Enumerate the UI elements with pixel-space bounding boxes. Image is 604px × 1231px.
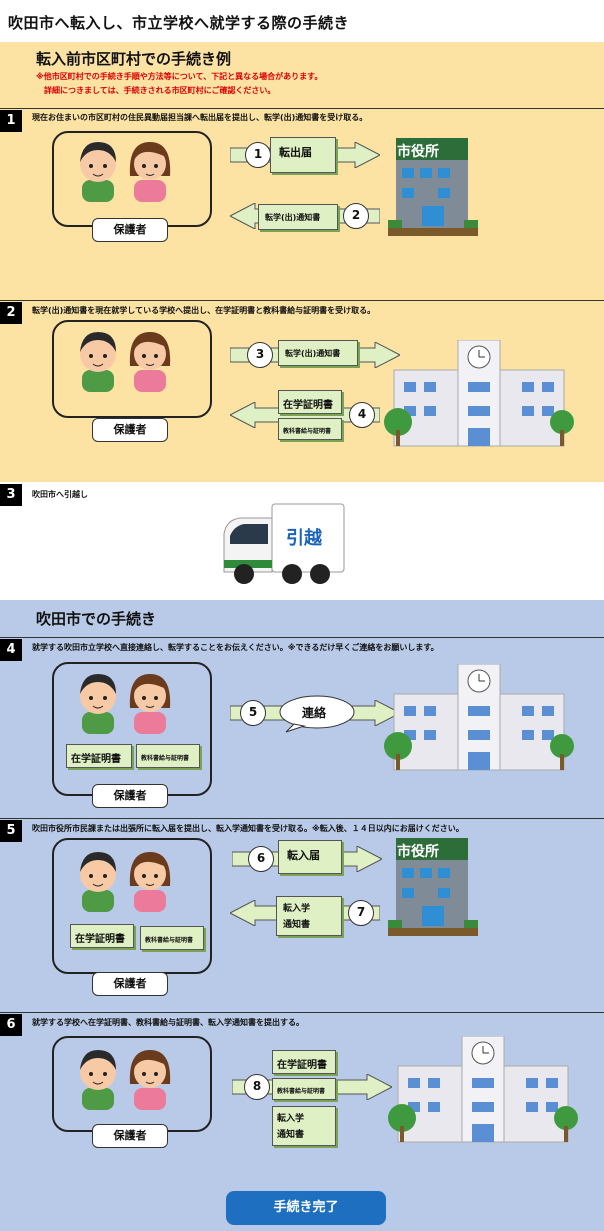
guardian-box [52,320,212,418]
step-circle: 3 [247,342,273,368]
doc-kyokasho: 教科書給与証明書 [140,926,204,950]
father-icon [80,1050,116,1110]
section-before-heading: 転入前市区町村での手続き例 [36,50,232,68]
step-circle: 6 [248,846,274,872]
step-text: 就学する吹田市立学校へ直接連絡し、転学することをお伝えください。※できるだけ早く… [32,643,439,652]
mother-icon [129,1050,171,1110]
guardian-label: 保護者 [92,972,168,996]
doc-tenshutsu: 転出届 [270,137,336,173]
step-text: 転学(出)通知書を現在就学している学校へ提出し、在学証明書と教科書給与証明書を受… [32,306,376,315]
speech-bubble-icon [279,695,355,733]
guardian-label: 保護者 [92,784,168,808]
father-icon [80,332,116,392]
guardian-label: 保護者 [92,218,168,242]
doc-tennyugaku-line1: 転入学 [277,1114,305,1124]
step-text: 就学する学校へ在学証明書、教科書給与証明書、転入学通知書を提出する。 [32,1018,304,1027]
doc-tennyugaku: 転入学通知書 [276,896,342,936]
mother-icon [129,674,171,734]
father-icon [80,852,116,912]
step-number: 5 [0,820,22,842]
father-icon [80,142,116,202]
truck-text: 引越 [286,528,322,549]
doc-kyokasho: 教科書給与証明書 [278,418,342,440]
step-text: 現在お住まいの市区町村の住民異動届担当課へ転出届を提出し、転学(出)通知書を受け… [32,113,368,122]
step-circle: 4 [349,402,375,428]
guardian-label: 保護者 [92,1124,168,1148]
doc-zaigaku: 在学証明書 [66,744,132,768]
step-divider [0,300,604,301]
mother-icon [129,142,171,202]
school-icon [384,340,574,447]
page-title: 吹田市へ転入し、市立学校へ就学する際の手続き [8,14,350,32]
mother-icon [129,852,171,912]
note-line-1: ※他市区町村での手続き手順や方法等について、下記と異なる場合があります。 [36,72,323,81]
step-divider [0,108,604,109]
step-circle: 5 [240,700,266,726]
doc-tennyugaku-line2: 通知書 [277,1130,305,1140]
doc-tengaku: 転学(出)通知書 [258,204,338,230]
doc-tennyugaku-line2: 通知書 [283,920,311,930]
city-hall-icon [388,138,478,236]
city-hall-sign: 市役所 [397,844,439,860]
section-after-heading: 吹田市での手続き [36,610,157,628]
guardian-label: 保護者 [92,418,168,442]
renraku-label: 連絡 [302,706,327,720]
doc-zaigaku: 在学証明書 [70,924,134,948]
doc-tengaku: 転学(出)通知書 [278,340,358,366]
step-circle: 1 [245,142,271,168]
city-hall-icon [388,838,478,936]
doc-zaigaku: 在学証明書 [278,390,342,414]
doc-kyokasho: 教科書給与証明書 [136,744,200,768]
step-number: 1 [0,110,22,132]
step-number: 3 [0,484,22,506]
step-number: 4 [0,639,22,661]
step-text: 吹田市へ引越し [32,490,88,499]
step-divider [0,1012,604,1013]
school-icon [384,664,574,771]
step-text: 吹田市役所市民課または出張所に転入届を提出し、転入学通知書を受け取る。※転入後、… [32,824,464,833]
step-divider [0,637,604,638]
step-divider [0,818,604,819]
mother-icon [129,332,171,392]
school-icon [388,1036,578,1143]
complete-button[interactable]: 手続き完了 [226,1191,386,1225]
step-circle: 2 [343,203,369,229]
step-number: 2 [0,302,22,324]
father-icon [80,674,116,734]
step-circle: 7 [348,900,374,926]
doc-zaigaku: 在学証明書 [272,1050,336,1074]
note-line-2: 詳細につきましては、手続きされる市区町村にご確認ください。 [44,86,276,95]
step-number: 6 [0,1014,22,1036]
doc-tennyugaku-line1: 転入学 [283,904,311,914]
doc-tennyu: 転入届 [278,840,342,874]
doc-kyokasho: 教科書給与証明書 [272,1078,336,1100]
moving-truck-icon [223,503,345,584]
city-hall-sign: 市役所 [397,144,439,160]
doc-tennyugaku: 転入学通知書 [272,1106,336,1146]
step-circle: 8 [244,1074,270,1100]
